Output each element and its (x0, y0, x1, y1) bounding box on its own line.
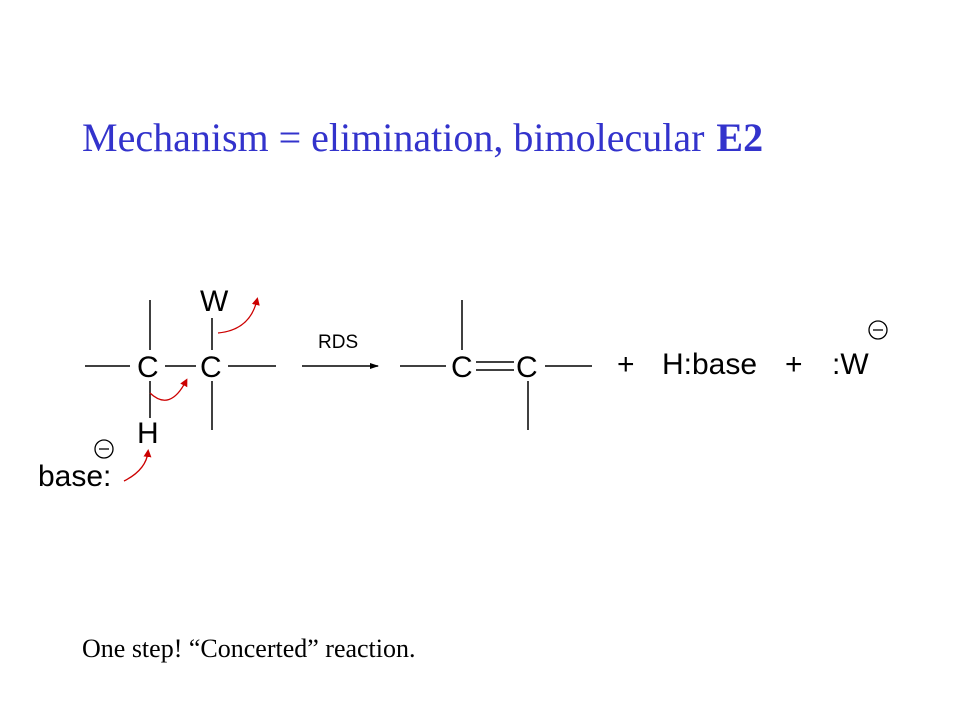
footer-note: One step! “Concerted” reaction. (82, 634, 416, 663)
plus-sign-1: + (617, 348, 635, 381)
rds-label: RDS (318, 332, 358, 353)
curved-arrow-ch-to-cc (149, 378, 188, 401)
reactant-carbon-1: C (137, 351, 159, 384)
base-label: base: (38, 460, 111, 493)
w-anion-negative-charge (868, 320, 888, 340)
curved-arrows (123, 297, 260, 482)
reactant-bonds (85, 300, 276, 430)
product-carbon-1: C (451, 351, 473, 384)
byproduct-w-anion: :W (832, 348, 869, 381)
hydrogen-atom: H (137, 417, 159, 450)
plus-sign-2: + (785, 348, 803, 381)
byproduct-h-base: H:base (662, 348, 757, 381)
leaving-group-w: W (200, 285, 229, 318)
product-carbon-2: C (516, 351, 538, 384)
product-bonds (400, 300, 592, 430)
title-text: Mechanism = elimination, bimolecular (82, 115, 705, 160)
reactant-carbon-2: C (200, 351, 222, 384)
curved-arrow-cw-to-w (217, 297, 260, 334)
curved-arrow-base-to-h (123, 449, 152, 482)
title-mechanism-label: E2 (716, 115, 764, 160)
base-negative-charge (94, 439, 114, 459)
